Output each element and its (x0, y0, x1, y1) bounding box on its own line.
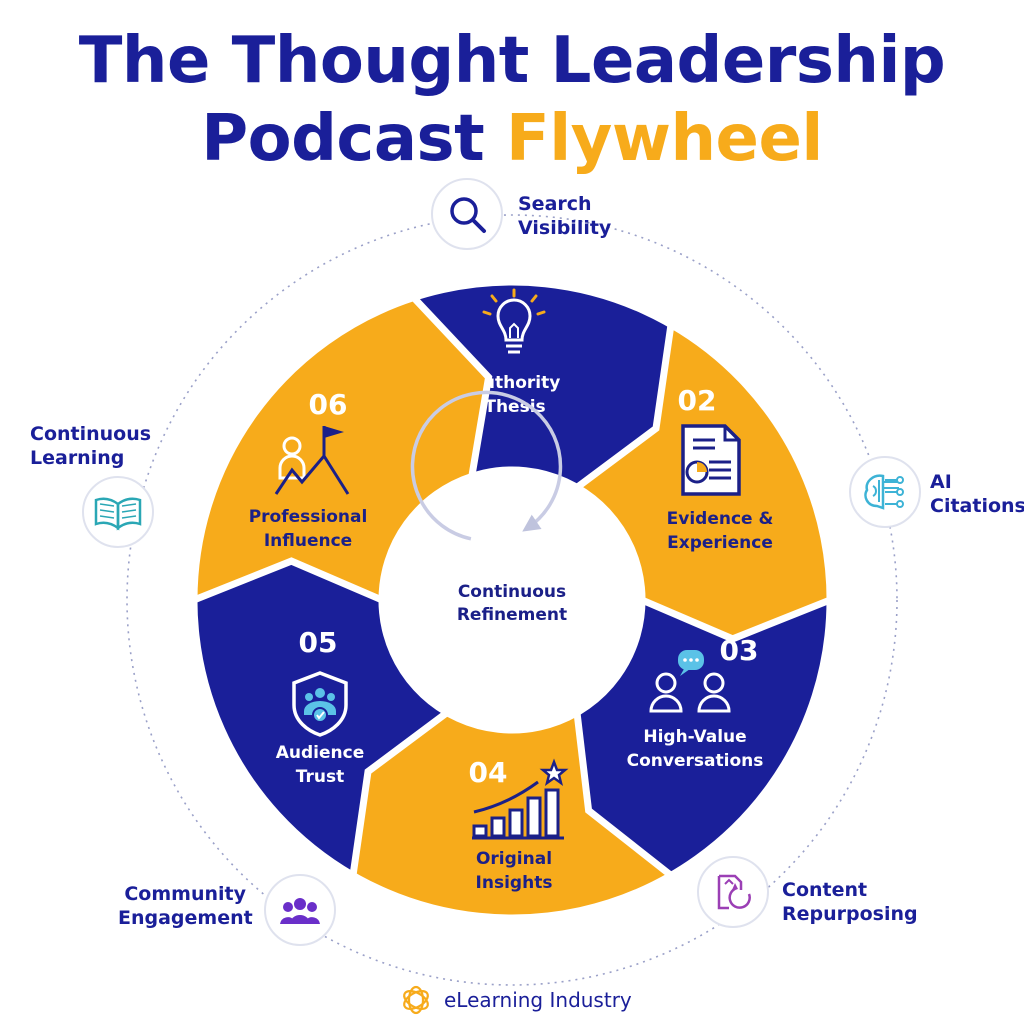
summit-flag-icon (274, 426, 350, 495)
page-title: The Thought Leadership Podcast Flywheel (0, 22, 1024, 178)
segment-label-line-2: Conversations (627, 751, 764, 771)
report-document-icon (681, 424, 741, 496)
outer-label-search: Search Visibility (518, 193, 612, 239)
outer-dotted-ring (126, 214, 898, 986)
segment-label-line-2: Trust (296, 767, 344, 787)
outer-label-community: Community Engagement (118, 883, 253, 929)
conversation-people-icon (649, 650, 731, 713)
outer-node-search (431, 178, 503, 250)
segment-number: 03 (720, 634, 759, 667)
repurpose-icon (717, 874, 751, 910)
outer-node-learning (82, 476, 154, 548)
segment-label-line-2: Thesis (484, 397, 545, 417)
title-line-2: Podcast Flywheel (0, 100, 1024, 178)
outer-node-content (697, 856, 769, 928)
brand-footer: eLearning Industry (396, 982, 632, 1018)
segment-label-line-1: Audience (276, 743, 365, 763)
center-label-line-2: Refinement (457, 605, 567, 625)
outer-label-ai: AI Citations (930, 471, 1024, 517)
outer-label-learning: Continuous Learning (30, 423, 152, 469)
center-hub: Continuous Refinement (384, 390, 640, 728)
community-icon (280, 898, 320, 924)
shield-people-icon (292, 671, 348, 737)
elearning-logo-icon (403, 985, 429, 1015)
outer-node-circle (697, 856, 769, 928)
refinement-arrow-icon (410, 390, 563, 541)
search-icon (450, 197, 486, 233)
title-flywheel: Flywheel (505, 102, 823, 176)
segment-label-line-1: Original (476, 849, 552, 869)
outer-label-content: Content Repurposing (782, 879, 918, 925)
segment-label-line-2: Influence (264, 531, 352, 551)
segment-label-line-1: Evidence & (667, 509, 774, 529)
brand-name: eLearning Industry (444, 988, 632, 1012)
center-label-line-1: Continuous (458, 582, 566, 602)
outer-node-circle (431, 178, 503, 250)
segment-number: 02 (678, 384, 717, 417)
segment-number: 06 (309, 388, 348, 421)
lightbulb-icon (482, 288, 546, 354)
segment-number: 04 (469, 756, 508, 789)
segment-label-line-1: Authority (470, 373, 561, 393)
segment-label-line-1: High-Value (643, 727, 746, 747)
title-podcast: Podcast (201, 102, 485, 176)
segment-shape (190, 293, 493, 606)
outer-node-community (264, 874, 336, 946)
center-circle (384, 472, 640, 728)
flywheel-segments: 01AuthorityThesis02Evidence &Experience0… (190, 278, 834, 922)
growth-chart-icon (472, 758, 569, 840)
outer-nodes (82, 178, 921, 946)
ai-brain-icon (864, 474, 904, 510)
segment-label-line-2: Experience (667, 533, 773, 553)
segment-number: 05 (299, 626, 338, 659)
segment-label-line-1: Professional (249, 507, 368, 527)
title-line-1: The Thought Leadership (78, 24, 946, 98)
segment-label-line-2: Insights (476, 873, 553, 893)
outer-node-ai (849, 456, 921, 528)
book-icon (94, 497, 142, 531)
